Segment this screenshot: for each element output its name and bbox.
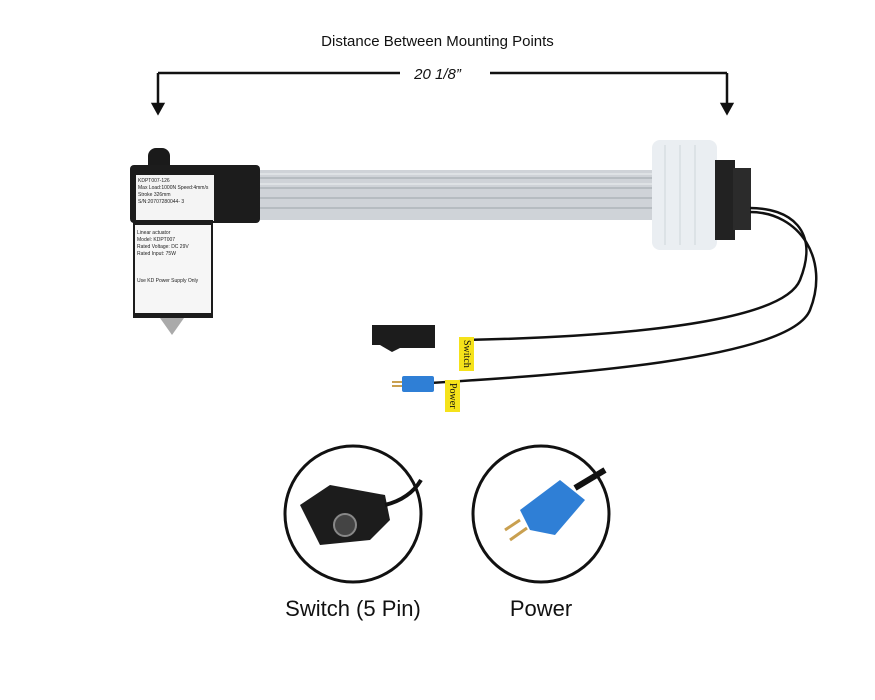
motor-label-warning: Use KD Power Supply Only xyxy=(137,278,199,284)
motor-housing xyxy=(130,148,260,335)
rear-mount xyxy=(652,140,751,250)
label-speed: Speed:4mm/s xyxy=(177,185,209,191)
motor-label-title: Linear actuator xyxy=(137,230,171,236)
dimension-line xyxy=(150,71,735,116)
actuator-rod xyxy=(255,170,655,220)
motor-label-model: Model: KDPT007 xyxy=(137,237,176,243)
motor-label-input: Rated Input: 75W xyxy=(137,251,176,257)
power-connector xyxy=(392,376,434,392)
power-tag: Power xyxy=(445,380,460,412)
switch-callout xyxy=(283,444,423,584)
dimension-value: 20 1/8” xyxy=(414,66,461,83)
switch-tag: Switch xyxy=(459,337,474,371)
power-caption: Power xyxy=(509,596,573,621)
cables xyxy=(429,206,818,385)
label-serial: S/N:20707280044- 3 xyxy=(138,199,185,205)
switch-connector xyxy=(372,325,435,352)
motor-label: Linear actuator Model: KDPT007 Rated Vol… xyxy=(137,230,198,285)
power-callout xyxy=(471,444,611,584)
switch-caption: Switch (5 Pin) xyxy=(285,596,421,621)
dimension-heading: Distance Between Mounting Points xyxy=(321,33,554,50)
actuator-label: KDPT007-126 Max Load:1000N Speed:4mm/s S… xyxy=(138,178,208,206)
label-stroke: Stroke 326mm xyxy=(138,192,171,198)
label-load: Max Load:1000N xyxy=(138,185,177,191)
motor-label-voltage: Rated Voltage: DC 29V xyxy=(137,244,189,250)
label-model: KDPT007-126 xyxy=(138,178,170,184)
